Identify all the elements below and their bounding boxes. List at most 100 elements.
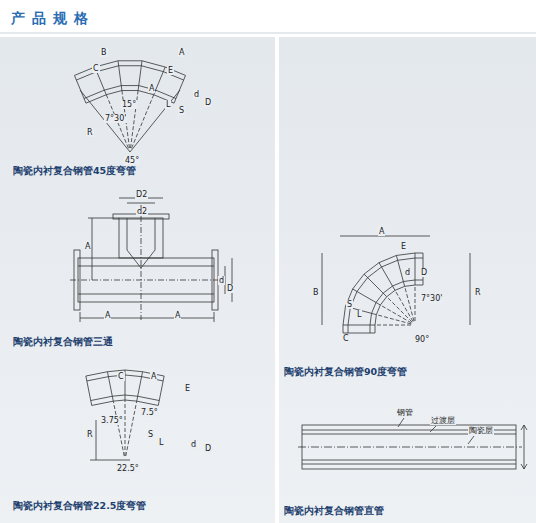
dimension-label: A bbox=[378, 227, 385, 236]
dimension-label: L bbox=[356, 310, 362, 319]
drawing-line bbox=[405, 285, 415, 286]
drawing-line bbox=[86, 372, 108, 376]
dimension-label: R bbox=[86, 128, 94, 137]
drawing-line bbox=[125, 400, 137, 401]
drawing-line bbox=[380, 297, 386, 305]
dimension-label: 陶瓷层 bbox=[468, 426, 494, 435]
dimension-label: A bbox=[178, 48, 185, 57]
dimension-label: S bbox=[178, 106, 185, 115]
drawing-line bbox=[379, 255, 396, 262]
dimension-label: D bbox=[420, 268, 428, 277]
drawing-line bbox=[376, 293, 383, 302]
drawing-line bbox=[156, 90, 176, 98]
dimension-label: d2 bbox=[136, 207, 148, 216]
drawing-line bbox=[357, 278, 368, 292]
drawing-line bbox=[405, 286, 414, 321]
dimension-label: C bbox=[342, 334, 350, 343]
dimension-label: A bbox=[174, 311, 181, 320]
drawing-line bbox=[84, 90, 104, 98]
dimension-label: A bbox=[148, 84, 155, 93]
drawing-line bbox=[415, 253, 423, 254]
drawing-line bbox=[86, 95, 106, 103]
dimension-label: D bbox=[204, 444, 212, 453]
drawing-line bbox=[125, 395, 138, 396]
dimension-label: A bbox=[84, 242, 91, 251]
drawing-line bbox=[118, 60, 142, 61]
drawing-line bbox=[387, 290, 395, 296]
drawing-line bbox=[96, 420, 97, 460]
dimension-label: d bbox=[190, 440, 197, 449]
dimension-label: A bbox=[150, 372, 157, 381]
drawing-line bbox=[125, 370, 126, 400]
drawing-line bbox=[86, 376, 92, 405]
drawing-line bbox=[379, 263, 395, 291]
dimension-label: L bbox=[165, 100, 171, 109]
drawing-line bbox=[158, 376, 164, 405]
drawing-line bbox=[126, 401, 137, 456]
drawing-line bbox=[380, 305, 411, 323]
figure-caption: 陶瓷内衬复合钢管三通 bbox=[12, 336, 114, 348]
dimension-label: D2 bbox=[135, 190, 148, 199]
drawing-line bbox=[398, 258, 415, 260]
drawing-line bbox=[130, 90, 180, 152]
dimension-label: E bbox=[400, 242, 407, 251]
drawing-line bbox=[113, 400, 125, 401]
dimension-label: L bbox=[158, 438, 164, 447]
drawing-line bbox=[382, 260, 398, 267]
drawing-line bbox=[368, 267, 382, 278]
drawing-line bbox=[375, 315, 376, 325]
drawing-line bbox=[364, 274, 387, 297]
dimension-label: R bbox=[474, 288, 482, 297]
drawing-line bbox=[125, 400, 126, 456]
drawing-line bbox=[90, 460, 130, 461]
drawing-line bbox=[138, 396, 160, 400]
drawing-line bbox=[97, 66, 119, 72]
drawing-line bbox=[403, 280, 415, 282]
drawing-line bbox=[174, 75, 185, 103]
drawing-line bbox=[376, 305, 380, 315]
dimension-label: C bbox=[92, 64, 100, 73]
drawing-line bbox=[395, 286, 405, 290]
dimension-label: 过渡层 bbox=[430, 416, 456, 425]
drawing-line bbox=[415, 285, 416, 321]
drawing-line bbox=[348, 308, 350, 325]
figure-caption: 陶瓷内衬复合钢管直管 bbox=[283, 505, 385, 517]
drawing-line bbox=[396, 253, 415, 255]
figure-caption: 陶瓷内衬复合钢管22.5度弯管 bbox=[12, 500, 147, 512]
drawing-line bbox=[343, 306, 345, 325]
drawing-line bbox=[372, 303, 376, 314]
drawing-line bbox=[364, 263, 379, 274]
drawing-line bbox=[383, 286, 392, 293]
drawing-line bbox=[393, 282, 404, 286]
drawing-line bbox=[142, 61, 165, 67]
drawing-line bbox=[92, 401, 114, 405]
dimension-label: 3.75° bbox=[100, 416, 124, 425]
drawing-line bbox=[375, 325, 411, 326]
drawing-line bbox=[91, 396, 113, 400]
drawing-line bbox=[415, 285, 423, 286]
drawing-line bbox=[322, 253, 323, 325]
drawing-line bbox=[415, 280, 423, 281]
dimension-label: 钢管 bbox=[396, 408, 414, 417]
drawing-line bbox=[353, 274, 364, 289]
dimension-label: R bbox=[86, 430, 94, 439]
dimension-label: 90° bbox=[414, 335, 430, 344]
drawing-line bbox=[370, 325, 371, 333]
drawing-line bbox=[353, 289, 381, 305]
dimension-label: E bbox=[167, 66, 174, 75]
drawing-line bbox=[112, 395, 125, 396]
drawing-line bbox=[375, 325, 376, 333]
dimension-label: B bbox=[100, 48, 108, 57]
drawing-line bbox=[113, 401, 124, 456]
dimension-label: 7°30' bbox=[420, 294, 443, 303]
drawing-line bbox=[370, 313, 372, 325]
dimension-label: 7°30' bbox=[104, 114, 127, 123]
drawing-line bbox=[141, 66, 163, 72]
page-title: 产 品 规 格 bbox=[10, 10, 90, 26]
figure-caption: 陶瓷内衬复合钢管90度弯管 bbox=[283, 366, 408, 378]
drawing-line bbox=[74, 75, 85, 103]
dimension-label: d bbox=[218, 276, 225, 285]
figure-caption: 陶瓷内衬复合钢管45度弯管 bbox=[12, 165, 137, 177]
